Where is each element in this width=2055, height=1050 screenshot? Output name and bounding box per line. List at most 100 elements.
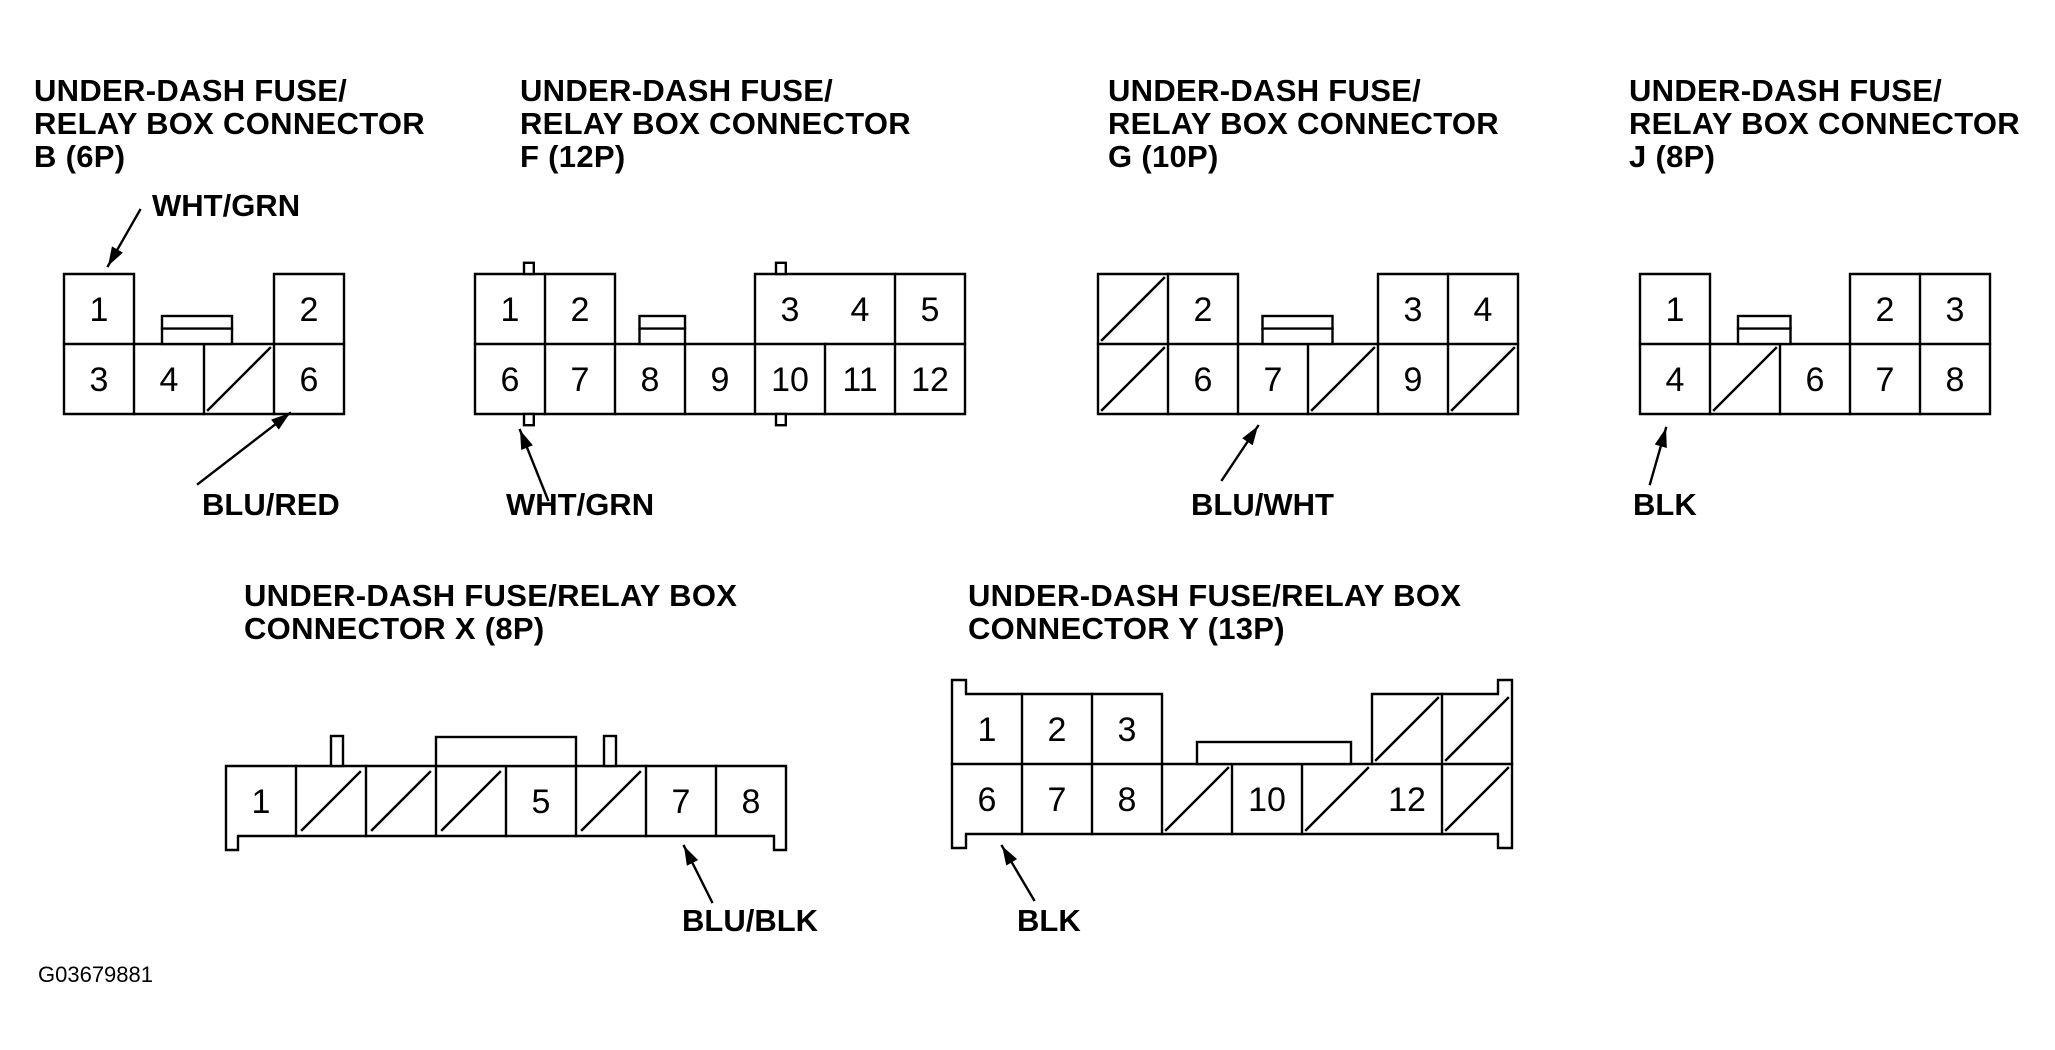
connector-x-pin-1: 1	[252, 783, 271, 821]
connector-g-title-line-2: RELAY BOX CONNECTOR	[1108, 106, 1499, 141]
connector-x-pin-8: 8	[742, 783, 761, 821]
connector-b-housing	[62, 272, 346, 416]
connector-j-pin-4-arrow-head	[1654, 428, 1667, 448]
connector-y-pin-12: 12	[1388, 781, 1426, 819]
connector-g-title-line-1: UNDER-DASH FUSE/	[1108, 73, 1422, 108]
connector-f-pin-3: 3	[781, 291, 800, 329]
connector-b-title-line-3: B (6P)	[34, 139, 126, 174]
wire-label-f-pin-6: WHT/GRN	[506, 487, 655, 522]
connector-y-pin-8: 8	[1118, 781, 1137, 819]
connector-f-pin-5: 5	[921, 291, 940, 329]
connector-f-pin-10: 10	[771, 361, 809, 399]
connector-f-pin-9: 9	[711, 361, 730, 399]
connector-g-lock-tab	[1261, 314, 1334, 346]
connector-j-title-line-3: J (8P)	[1629, 139, 1716, 174]
connector-g-pin-6: 6	[1194, 361, 1213, 399]
connector-j-pin-8: 8	[1946, 361, 1965, 399]
connector-y-pin-7: 7	[1048, 781, 1067, 819]
connector-f-pin-6: 6	[501, 361, 520, 399]
connector-j-pin-3: 3	[1946, 291, 1965, 329]
connector-j-lock-tab	[1736, 314, 1792, 346]
connector-f-pin-4: 4	[851, 291, 870, 329]
connector-y-title-line-1: UNDER-DASH FUSE/RELAY BOX	[968, 578, 1462, 613]
connector-b-title-line-2: RELAY BOX CONNECTOR	[34, 106, 425, 141]
connector-x-lock-tab	[434, 735, 578, 768]
connector-y-blocked-cavity	[1444, 696, 1510, 762]
connector-x-title-line-1: UNDER-DASH FUSE/RELAY BOX	[244, 578, 738, 613]
connector-x-guide-rib	[602, 734, 618, 768]
connector-g-title-line-3: G (10P)	[1108, 139, 1219, 174]
connector-g-blocked-cavity	[1100, 276, 1166, 342]
connector-j-housing	[1638, 272, 1992, 416]
connector-x-title-line-2: CONNECTOR X (8P)	[244, 611, 545, 646]
connector-f-title: UNDER-DASH FUSE/ RELAY BOX CONNECTOR F (…	[520, 74, 911, 173]
connector-b-pin-1-arrow-head	[108, 246, 123, 266]
figure-id: G03679881	[38, 962, 153, 987]
connector-y-pin-6: 6	[978, 781, 997, 819]
connector-g-pin-7: 7	[1264, 361, 1283, 399]
wire-label-j-pin-4: BLK	[1633, 487, 1697, 522]
connector-f-guide-rib	[774, 261, 788, 276]
connector-j-title: UNDER-DASH FUSE/ RELAY BOX CONNECTOR J (…	[1629, 74, 2020, 173]
connector-b-pin-3: 3	[90, 361, 109, 399]
connector-b-title: UNDER-DASH FUSE/ RELAY BOX CONNECTOR B (…	[34, 74, 425, 173]
connector-y-lock-tab	[1195, 740, 1353, 766]
connector-g-title: UNDER-DASH FUSE/ RELAY BOX CONNECTOR G (…	[1108, 74, 1499, 173]
connector-j-pin-2: 2	[1876, 291, 1895, 329]
connector-g-blocked-cavity	[1100, 346, 1166, 412]
wire-label-y-pin-6: BLK	[1017, 903, 1081, 938]
connector-j-pin-6: 6	[1806, 361, 1825, 399]
connector-f-guide-rib	[774, 412, 788, 427]
connector-f-pin-11: 11	[842, 361, 877, 399]
connector-x-housing	[224, 764, 788, 852]
connector-f-title-line-3: F (12P)	[520, 139, 626, 174]
connector-y-title-line-2: CONNECTOR Y (13P)	[968, 611, 1285, 646]
connector-x-pin-7: 7	[672, 783, 691, 821]
wire-label-g-pin-7: BLU/WHT	[1191, 487, 1334, 522]
wire-label-x-pin-7: BLU/BLK	[682, 903, 819, 938]
connector-f-guide-rib	[522, 261, 536, 276]
connector-y-pin-6-arrow-head	[1002, 846, 1018, 866]
connector-b-pin-6-arrow-head	[271, 413, 290, 430]
connector-x-pin-7-arrow-head	[684, 846, 699, 866]
connector-f-pin-2: 2	[571, 291, 590, 329]
connector-y-pin-1: 1	[978, 711, 997, 749]
connector-f-pin-12: 12	[911, 361, 949, 399]
connector-f-pin-1: 1	[501, 291, 520, 329]
connector-j-pin-1: 1	[1666, 291, 1685, 329]
connector-f-housing	[473, 272, 967, 416]
connector-x-blocked-cavity	[370, 770, 432, 832]
connector-j-pin-4: 4	[1666, 361, 1685, 399]
connector-y-blocked-cavity	[1304, 766, 1370, 832]
connector-b-blocked-cavity	[206, 346, 272, 412]
connector-x-title: UNDER-DASH FUSE/RELAY BOX CONNECTOR X (8…	[244, 579, 737, 645]
connector-j-title-line-2: RELAY BOX CONNECTOR	[1629, 106, 2020, 141]
connector-y-blocked-cavity	[1164, 766, 1230, 832]
connector-g-blocked-cavity	[1310, 346, 1376, 412]
connector-f-lock-tab	[638, 314, 687, 346]
connector-j-pin-7: 7	[1876, 361, 1895, 399]
connector-x-blocked-cavity	[440, 770, 502, 832]
connector-j-blocked-cavity	[1712, 346, 1778, 412]
wire-label-b-pin-1: WHT/GRN	[152, 188, 301, 223]
connector-y-title: UNDER-DASH FUSE/RELAY BOX CONNECTOR Y (1…	[968, 579, 1461, 645]
connector-b-pin-4: 4	[160, 361, 179, 399]
connector-f-pin-6-arrow-head	[520, 430, 533, 450]
connector-b-title-line-1: UNDER-DASH FUSE/	[34, 73, 348, 108]
connector-y-blocked-cavity	[1444, 766, 1510, 832]
connector-y-pin-3: 3	[1118, 711, 1137, 749]
connector-g-pin-3: 3	[1404, 291, 1423, 329]
connector-y-blocked-cavity	[1374, 696, 1440, 762]
connector-b-pin-6: 6	[300, 361, 319, 399]
connector-f-pin-7: 7	[571, 361, 590, 399]
connector-g-pin-7-arrow-head	[1242, 426, 1258, 446]
connector-g-pin-2: 2	[1194, 291, 1213, 329]
connector-x-blocked-cavity	[580, 770, 642, 832]
connector-y-pin-10: 10	[1248, 781, 1286, 819]
connector-b-pin-6-arrow	[196, 411, 292, 486]
connector-g-pin-9: 9	[1404, 361, 1423, 399]
connector-b-pin-1: 1	[90, 291, 109, 329]
connector-j-title-line-1: UNDER-DASH FUSE/	[1629, 73, 1943, 108]
connector-f-title-line-1: UNDER-DASH FUSE/	[520, 73, 834, 108]
